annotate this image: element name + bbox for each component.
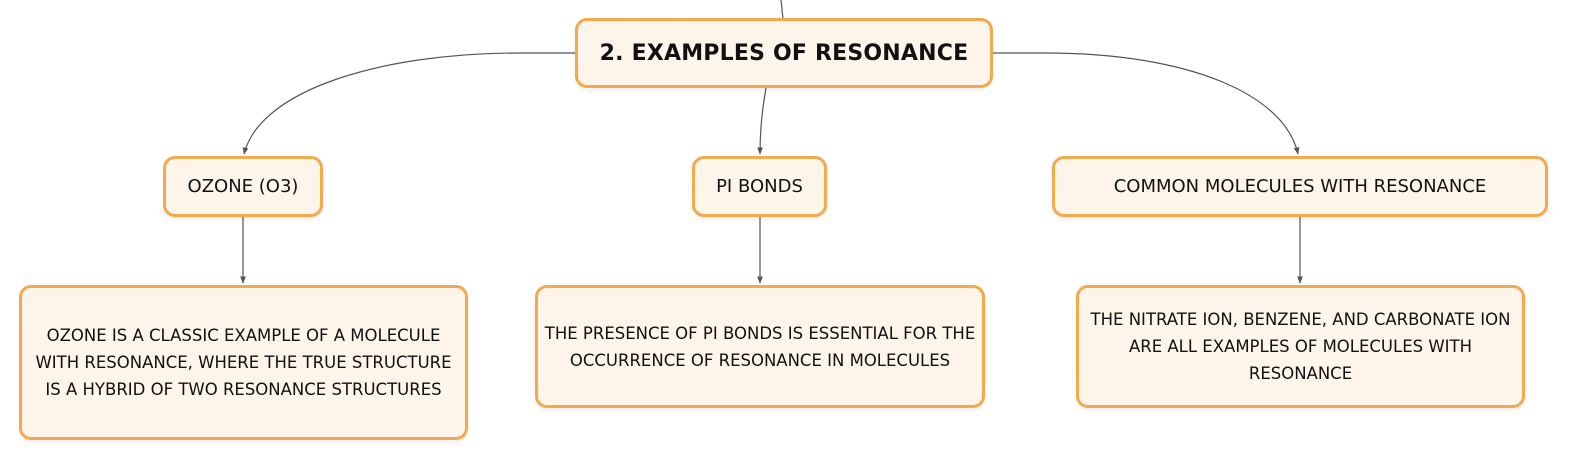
- subtopic-pi-bonds-node[interactable]: PI BONDS: [692, 156, 827, 217]
- connector-root-to-pi-bonds: [757, 87, 767, 155]
- root-topic-label: 2. EXAMPLES OF RESONANCE: [599, 40, 969, 66]
- subtopic-common-molecules-label: COMMON MOLECULES WITH RESONANCE: [1113, 176, 1487, 197]
- connector-root-to-ozone: [242, 52, 575, 155]
- detail-pi-bonds-node[interactable]: THE PRESENCE OF PI BONDS IS ESSENTIAL FO…: [535, 285, 985, 408]
- detail-common-molecules-text: THE NITRATE ION, BENZENE, AND CARBONATE …: [1090, 310, 1511, 383]
- connector-root-to-common-molecules: [993, 52, 1300, 155]
- subtopic-ozone-node[interactable]: OZONE (O3): [163, 156, 323, 217]
- subtopic-common-molecules-node[interactable]: COMMON MOLECULES WITH RESONANCE: [1052, 156, 1548, 217]
- subtopic-ozone-label: OZONE (O3): [187, 176, 299, 197]
- incoming-connector: [780, 0, 784, 19]
- detail-pi-bonds-text: THE PRESENCE OF PI BONDS IS ESSENTIAL FO…: [544, 323, 976, 370]
- root-topic-node[interactable]: 2. EXAMPLES OF RESONANCE: [575, 18, 993, 88]
- detail-ozone-node[interactable]: OZONE IS A CLASSIC EXAMPLE OF A MOLECULE…: [19, 285, 468, 440]
- detail-ozone-text: OZONE IS A CLASSIC EXAMPLE OF A MOLECULE…: [35, 326, 452, 399]
- detail-common-molecules-node[interactable]: THE NITRATE ION, BENZENE, AND CARBONATE …: [1076, 285, 1525, 408]
- subtopic-pi-bonds-label: PI BONDS: [716, 176, 803, 197]
